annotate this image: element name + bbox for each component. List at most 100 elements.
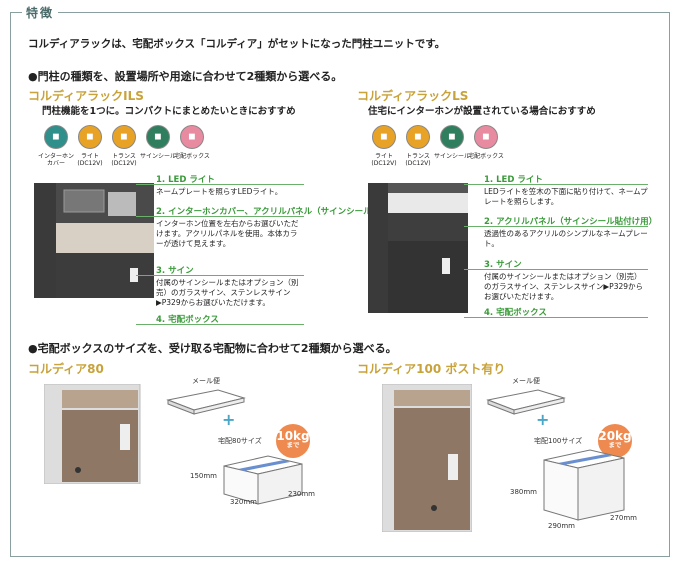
c100-mail-front (513, 397, 565, 415)
c100-mail-image (486, 389, 566, 415)
c100-lock (431, 505, 437, 511)
callout-text: 付属のサインシールまたはオプション（別売）のガラスサイン、ステンレスサイン▶P3… (484, 272, 644, 301)
box-icon: ◼ (180, 125, 204, 149)
frame-left-border (10, 12, 11, 557)
ls-box-body (388, 241, 468, 313)
callout-line (136, 324, 304, 325)
c100-panel (448, 454, 458, 480)
icon-label: サインシール (433, 153, 470, 160)
section-tag: 特徴 (22, 4, 59, 21)
transformer-icon: ◼ (406, 125, 430, 149)
ils-sign (130, 268, 138, 282)
callout-line (464, 317, 648, 318)
c80-lock (75, 467, 81, 473)
c100-weight-badge: 20kg まで (598, 424, 632, 458)
c80-product-image (44, 384, 141, 484)
c80-parcel-image (223, 455, 303, 505)
light-icon: ◼ (78, 125, 102, 149)
c100-badge-num: 20kg (598, 429, 632, 443)
icon-label: トランス(DC12V) (111, 153, 137, 167)
callout-line (136, 184, 304, 185)
c80-parcel-tape (238, 460, 290, 471)
ls-side-panel (368, 183, 388, 313)
icon-label: サインシール (139, 153, 176, 160)
c100-plus: + (536, 410, 550, 429)
callout-text: ネームプレートを照らすLEDライト。 (156, 187, 283, 196)
ils-product-image (34, 183, 154, 298)
c100-parcel-left (543, 459, 579, 521)
ils-subtitle: 門柱機能を1つに。コンパクトにまとめたいときにおすすめ (42, 106, 296, 117)
c80-plus: + (222, 410, 236, 429)
c100-size-label: 宅配100サイズ (534, 437, 583, 445)
c100-lid (394, 390, 470, 406)
icon-label: トランス(DC12V) (405, 153, 431, 167)
callout-title: 4. 宅配ボックス (156, 315, 219, 325)
callout-title: 2. インターホンカバー、アクリルパネル（サインシール貼付け用） (156, 207, 415, 217)
c80-mail-front (193, 397, 245, 415)
ls-cap (388, 183, 468, 193)
callout-line (464, 184, 648, 185)
callout-title: 2. アクリルパネル（サインシール貼付け用） (484, 217, 658, 227)
icon-label: インターホンカバー (37, 153, 74, 167)
ls-upper-body (388, 213, 468, 241)
c80-weight-badge: 10kg まで (276, 424, 310, 458)
ils-box-top (56, 223, 154, 253)
intro-text: コルディアラックは、宅配ボックス「コルディア」がセットになった門柱ユニットです。 (28, 38, 446, 50)
c100-parcel-tape (558, 454, 612, 465)
ils-acrylic-panel (108, 192, 136, 216)
c80-badge-unit: まで (286, 441, 300, 449)
c100-product-image (382, 384, 472, 532)
callout-title: 4. 宅配ボックス (484, 308, 547, 318)
c80-size-label: 宅配80サイズ (218, 437, 262, 445)
callout-title: 3. サイン (484, 260, 522, 270)
section2-heading: ●宅配ボックスのサイズを、受け取る宅配物に合わせて2種類から選べる。 (28, 342, 397, 355)
c80-name: コルディア80 (28, 362, 104, 376)
c100-mail-label: メール便 (512, 377, 540, 385)
c80-parcel-right (257, 463, 303, 505)
sign-icon: ◼ (146, 125, 170, 149)
callout-line (136, 275, 304, 276)
sign-icon: ◼ (440, 125, 464, 149)
callout-title: 1. LED ライト (484, 175, 543, 185)
callout-line (464, 226, 648, 227)
c80-dim-depth: 230mm (288, 490, 315, 498)
c100-dim-depth: 270mm (610, 514, 637, 522)
callout-text: インターホン位置を左右からお選びいただけます。アクリルパネルを使用。本体カラーが… (156, 219, 299, 248)
c80-mail-image (166, 389, 246, 415)
ls-acrylic-panel (388, 193, 468, 213)
transformer-icon: ◼ (112, 125, 136, 149)
icon-label: ライト(DC12V) (77, 153, 103, 167)
ils-name: コルディアラックILS (28, 89, 144, 103)
icon-label: 宅配ボックス (174, 153, 210, 160)
light-icon: ◼ (372, 125, 396, 149)
c100-door (394, 408, 470, 530)
c80-dim-height: 150mm (190, 472, 217, 480)
c80-panel (120, 424, 130, 450)
c100-badge-unit: まで (608, 441, 622, 449)
frame-right-border (669, 12, 670, 557)
c100-parcel-right (577, 457, 625, 521)
section-frame (10, 12, 670, 557)
c100-dim-height: 380mm (510, 488, 537, 496)
callout-line (464, 269, 648, 270)
ls-name: コルディアラックLS (357, 89, 469, 103)
c100-name: コルディア100 ポスト有り (357, 362, 506, 376)
callout-text: LEDライトを笠木の下面に貼り付けて、ネームプレートを照らします。 (484, 187, 648, 206)
box-icon: ◼ (474, 125, 498, 149)
intercom-icon: ◼ (44, 125, 68, 149)
callout-title: 3. サイン (156, 266, 194, 276)
ils-intercom-cover (63, 189, 105, 213)
ls-product-image (368, 183, 468, 313)
c80-badge-num: 10kg (276, 429, 310, 443)
icon-label: ライト(DC12V) (371, 153, 397, 167)
callout-line (136, 216, 304, 217)
ls-sign (442, 258, 450, 274)
ls-subtitle: 住宅にインターホンが設置されている場合におすすめ (368, 106, 596, 117)
icon-label: 宅配ボックス (468, 153, 504, 160)
c80-lid (62, 390, 138, 408)
c80-dim-width: 320mm (230, 498, 257, 506)
callout-text: 付属のサインシールまたはオプション（別売）のガラスサイン、ステンレスサイン▶P3… (156, 278, 299, 307)
callout-title: 1. LED ライト (156, 175, 215, 185)
c100-dim-width: 290mm (548, 522, 575, 530)
c80-mail-label: メール便 (192, 377, 220, 385)
